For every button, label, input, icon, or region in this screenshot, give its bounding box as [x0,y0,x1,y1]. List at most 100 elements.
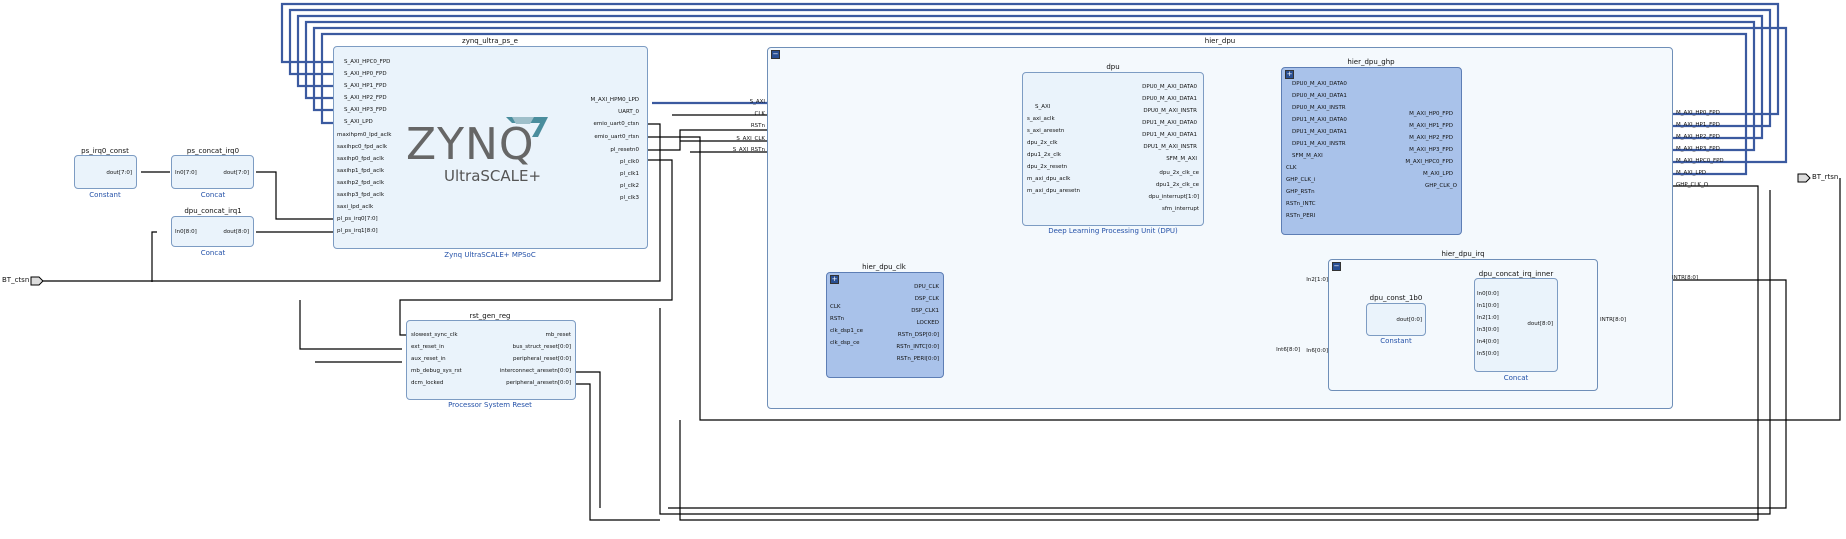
block-dpu-const-1b0[interactable]: dout[0:0] [1366,303,1426,336]
port-dout: dout[7:0] [106,170,132,176]
net-wire-rst-ext [299,300,402,363]
hier-irq-port-in6: In6[0:0] [1306,348,1328,354]
block-title-hier-dpu-irq: hier_dpu_irq [1441,250,1485,258]
port-mb-debug-sys-rst: mb_debug_sys_rst [411,368,462,374]
net-wire-irq-loop [668,279,1787,509]
hier-dpu-out-hp0: M_AXI_HP0_FPD [1676,110,1720,116]
port-ghp-rstn: GHP_RSTn [1286,189,1315,195]
port-dsp-clk1: DSP_CLK1 [911,308,939,314]
port-sfm-m-axi: SFM_M_AXI [1166,156,1197,162]
port-rstn-intc: RSTn_INTC [1286,201,1316,207]
port-in4: In4[0:0] [1477,339,1499,345]
block-subtitle-dpu: Deep Learning Processing Unit (DPU) [1048,227,1178,235]
port-dout: dout[7:0] [223,170,249,176]
port-m-axi-hpm0-lpd: M_AXI_HPM0_LPD [590,97,639,103]
port-clk: CLK [830,304,841,310]
port-pl-clk2: pl_clk2 [619,183,639,189]
port-out-hpc0: M_AXI_HPC0_FPD [1405,159,1453,165]
port-pl-resetn0: pl_resetn0 [610,147,639,153]
port-saxi-lpd-aclk: saxi_lpd_aclk [337,204,374,210]
port-out-hp0: M_AXI_HP0_FPD [1409,111,1453,117]
port-mb-reset: mb_reset [545,332,571,338]
hier-dpu-port-clk: CLK [754,111,765,117]
block-zynq[interactable]: S_AXI_HPC0_FPD S_AXI_HP0_FPD S_AXI_HP1_F… [333,46,648,249]
block-hier-dpu-clk[interactable]: + CLK RSTn clk_dsp1_ce clk_dsp_ce DPU_CL… [826,272,944,378]
port-out-hp2: M_AXI_HP2_FPD [1409,135,1453,141]
port-s-axi-lpd: S_AXI_LPD [344,119,373,125]
net-wire-peri-aresetn [576,383,660,521]
port-s-axi-hp1-fpd: S_AXI_HP1_FPD [344,83,387,89]
zynq-logo-subtitle: UltraSCALE+ [444,167,542,185]
hier-dpu-out-ghp-clk: GHP_CLK_O [1676,182,1709,188]
hier-dpu-port-s-axi-rstn: S_AXI_RSTn [732,147,765,153]
port-clk-dsp1-ce: clk_dsp1_ce [830,328,863,334]
collapse-icon[interactable]: + [1285,70,1294,79]
port-dpu1-2x-clk-ce: dpu1_2x_clk_ce [1155,182,1199,188]
port-maxihpm0-lpd-aclk: maxihpm0_lpd_aclk [337,132,392,138]
port-slowest-sync-clk: slowest_sync_clk [411,332,458,338]
port-dpu0-instr: DPU0_M_AXI_INSTR [1143,108,1197,114]
port-interconnect-aresetn: interconnect_aresetn[0:0] [499,368,571,374]
block-subtitle-rst-gen-reg: Processor System Reset [448,401,532,409]
port-s-axi-hp3-fpd: S_AXI_HP3_FPD [344,107,387,113]
block-ps-irq0-const[interactable]: dout[7:0] [74,155,137,189]
hier-dpu-out-lpd: M_AXI_LPD [1676,170,1707,176]
port-peripheral-reset: peripheral_reset[0:0] [512,356,571,362]
hier-dpu-port-s-axi-clk: S_AXI_CLK [736,136,765,142]
port-dsp-clk: DSP_CLK [914,296,939,302]
port-dpu-2x-clk: dpu_2x_clk [1027,140,1058,146]
port-dpu1-data1: DPU1_M_AXI_DATA1 [1292,129,1347,135]
block-title-hier-dpu-clk: hier_dpu_clk [862,263,906,271]
port-bt-rtsn-arrow[interactable] [1797,173,1811,183]
zynq-logo-icon [506,117,548,137]
port-in5: In5[0:0] [1477,351,1499,357]
port-saxihp2-fpd-aclk: saxihp2_fpd_aclk [337,180,385,186]
hier-irq-port-in2: In2[1:0] [1306,277,1328,283]
port-dpu1-2x-clk: dpu1_2x_clk [1027,152,1061,158]
port-bt-rtsn-label: BT_rtsn [1812,173,1839,181]
port-in1: In1[0:0] [1477,303,1499,309]
block-rst-gen-reg[interactable]: slowest_sync_clk ext_reset_in aux_reset_… [406,320,576,400]
port-dpu1-data0: DPU1_M_AXI_DATA0 [1142,120,1197,126]
port-out-hp1: M_AXI_HP1_FPD [1409,123,1453,129]
block-dpu-concat-irq1[interactable]: In0[8:0] dout[8:0] [171,216,254,247]
net-wire-clk-loop [659,190,1771,515]
port-dpu-2x-clk-ce: dpu_2x_clk_ce [1159,170,1199,176]
port-in0: In0[0:0] [1477,291,1499,297]
port-s-axi-aresetn: s_axi_aresetn [1027,128,1065,134]
block-dpu-concat-irq-inner[interactable]: In0[0:0] In1[0:0] In2[1:0] In3[0:0] In4[… [1474,278,1558,372]
port-saxihp1-fpd-aclk: saxihp1_fpd_aclk [337,168,385,174]
port-rstn-peri: RSTn_PERI[0:0] [896,356,939,362]
block-subtitle-zynq: Zynq UltraSCALE+ MPSoC [444,251,536,259]
port-emio-uart0-ctsn: emio_uart0_ctsn [593,121,639,127]
port-saxihp0-fpd-aclk: saxihp0_fpd_aclk [337,156,385,162]
port-dpu1-instr: DPU1_M_AXI_INSTR [1292,141,1346,147]
block-title-dpu-concat-irq-inner: dpu_concat_irq_inner [1478,270,1554,278]
block-subtitle-ps-concat-irq0: Concat [200,191,226,199]
block-ps-concat-irq0[interactable]: In0[7:0] dout[7:0] [171,155,254,189]
port-dpu0-data0: DPU0_M_AXI_DATA0 [1292,81,1347,87]
port-bt-ctsn-arrow[interactable] [30,276,44,286]
hier-dpu-out-hpc0: M_AXI_HPC0_FPD [1676,158,1724,164]
port-pl-ps-irq0: pl_ps_irq0[7:0] [337,216,378,222]
block-title-ps-concat-irq0: ps_concat_irq0 [186,147,240,155]
port-saxihpc0-fpd-aclk: saxihpc0_fpd_aclk [337,144,388,150]
net-wire-bt-ctsn [40,123,661,282]
port-in0: In0[8:0] [175,229,197,235]
net-wire-pl-clk0 [399,159,673,336]
port-clk-dsp-ce: clk_dsp_ce [830,340,860,346]
port-ghp-clk-i: GHP_CLK_i [1286,177,1316,183]
block-dpu[interactable]: S_AXI s_axi_aclk s_axi_aresetn dpu_2x_cl… [1022,72,1204,226]
block-title-rst-gen-reg: rst_gen_reg [469,312,511,320]
collapse-icon[interactable]: + [830,275,839,284]
port-bus-struct-reset: bus_struct_reset[0:0] [512,344,571,350]
block-title-dpu-concat-irq1: dpu_concat_irq1 [184,207,242,215]
port-emio-uart0-rtsn: emio_uart0_rtsn [594,134,639,140]
collapse-icon[interactable]: − [1332,262,1341,271]
block-hier-dpu-ghp[interactable]: + DPU0_M_AXI_DATA0 DPU0_M_AXI_DATA1 DPU0… [1281,67,1462,235]
port-pl-clk1: pl_clk1 [619,171,639,177]
collapse-icon[interactable]: − [771,50,780,59]
port-m-axi-dpu-aresetn: m_axi_dpu_aresetn [1027,188,1081,194]
bus-wire-hp2 [296,14,1764,140]
port-aux-reset-in: aux_reset_in [411,356,446,362]
